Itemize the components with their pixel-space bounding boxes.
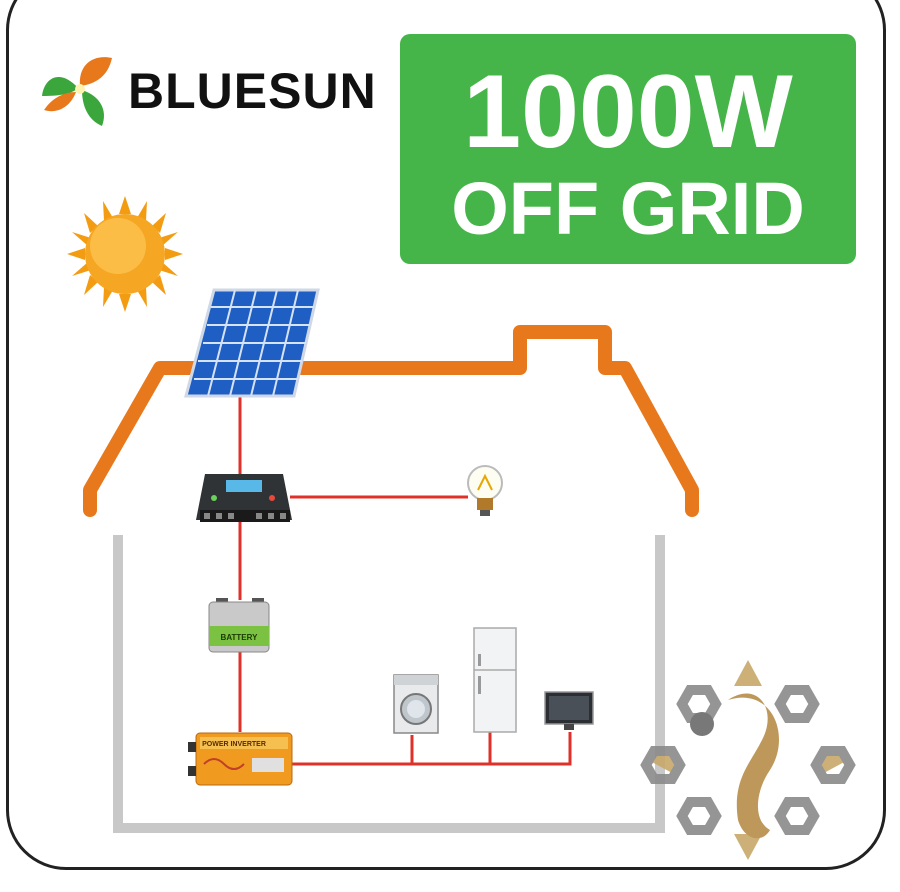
monitor-icon bbox=[544, 691, 594, 730]
diagram-frame bbox=[6, 0, 886, 870]
watermark-emblem bbox=[640, 660, 856, 860]
sun-icon bbox=[67, 196, 183, 312]
refrigerator-icon bbox=[473, 627, 517, 733]
house-roof bbox=[83, 325, 699, 517]
banner-power: 1000W bbox=[463, 54, 793, 170]
brand-logo: BLUESUN bbox=[40, 48, 400, 128]
solar-panel-icon bbox=[184, 288, 320, 398]
battery-icon: BATTERY bbox=[208, 598, 270, 653]
bluesun-leaf-icon bbox=[42, 57, 112, 126]
washing-machine-icon bbox=[393, 674, 439, 734]
house-walls bbox=[113, 535, 665, 833]
charge-controller-icon bbox=[196, 474, 292, 522]
battery-label: BATTERY bbox=[221, 633, 259, 642]
banner-system-type: OFF GRID bbox=[451, 167, 805, 250]
power-banner: 1000W OFF GRID bbox=[400, 34, 856, 264]
inverter-label: POWER INVERTER bbox=[202, 741, 266, 748]
wiring bbox=[238, 395, 572, 766]
light-bulb-icon bbox=[467, 465, 503, 516]
brand-name: BLUESUN bbox=[128, 63, 377, 119]
power-inverter-icon: POWER INVERTER bbox=[188, 732, 293, 786]
